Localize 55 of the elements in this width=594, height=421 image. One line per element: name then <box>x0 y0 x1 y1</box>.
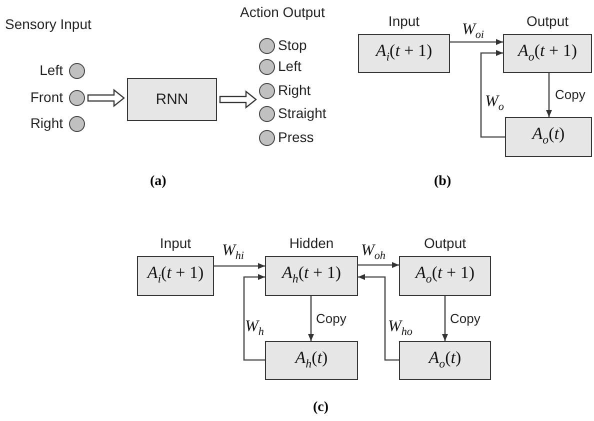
edge-label: Copy <box>555 87 586 102</box>
box-text: A$_{o}$(t) <box>532 124 565 149</box>
box-text: A$_{o}$(t + 1) <box>518 40 577 66</box>
edge-label: W$_{oh}$ <box>361 241 386 264</box>
circle-label: Left <box>278 59 302 74</box>
circle-label: Stop <box>278 38 307 53</box>
heading-text: Input <box>160 236 192 251</box>
box-text: A$_{o}$(t + 1) <box>416 263 474 288</box>
circle-label: Straight <box>278 106 326 121</box>
edge-label: W$_{h}$ <box>245 317 264 340</box>
box-text: RNN <box>156 92 188 107</box>
box-text: A$_{h}$(t + 1) <box>282 263 341 288</box>
heading-text: Action Output <box>240 5 325 20</box>
heading-text: Hidden <box>289 236 334 251</box>
panel-caption: (c) <box>313 400 329 416</box>
arrow <box>214 263 265 269</box>
circle-label: Right <box>278 83 311 98</box>
heading-text: Output <box>526 14 569 29</box>
box-text: A$_{i}$(t + 1) <box>147 263 204 288</box>
arrow <box>450 39 503 45</box>
edge-label: W$_{hi}$ <box>222 241 244 264</box>
edge-label: Copy <box>450 311 480 326</box>
output-circle <box>259 59 275 75</box>
arrow <box>480 50 505 138</box>
output-circle <box>259 83 275 99</box>
output-circle <box>259 38 275 54</box>
edge-label: W$_{o}$ <box>485 92 504 116</box>
arrow <box>243 274 265 361</box>
output-circle <box>259 106 275 122</box>
circle-label: Right <box>30 116 63 131</box>
input-circle <box>69 63 85 79</box>
panel-caption: (b) <box>434 174 452 190</box>
arrow <box>546 73 552 117</box>
edge-label: W$_{ho}$ <box>388 317 413 340</box>
edge-label: Copy <box>316 311 346 326</box>
block-arrow <box>87 88 125 108</box>
box-text: A$_{i}$(t + 1) <box>376 40 432 66</box>
circle-label: Press <box>278 130 314 145</box>
arrow <box>442 296 448 341</box>
block-arrow <box>219 90 257 109</box>
output-circle <box>259 130 275 146</box>
box-text: A$_{o}$(t) <box>428 348 462 372</box>
arrow <box>358 274 399 361</box>
arrow <box>358 262 399 268</box>
heading-text: Sensory Input <box>5 17 92 32</box>
box-text: A$_{h}$(t) <box>295 348 328 372</box>
heading-text: Input <box>388 14 420 29</box>
input-circle <box>69 116 85 132</box>
arrow <box>308 296 314 341</box>
heading-text: Output <box>424 236 466 251</box>
panel-caption: (a) <box>150 174 166 190</box>
input-circle <box>69 90 85 106</box>
circle-label: Front <box>30 90 63 105</box>
circle-label: Left <box>40 63 63 78</box>
edge-label: W$_{oi}$ <box>462 20 484 44</box>
